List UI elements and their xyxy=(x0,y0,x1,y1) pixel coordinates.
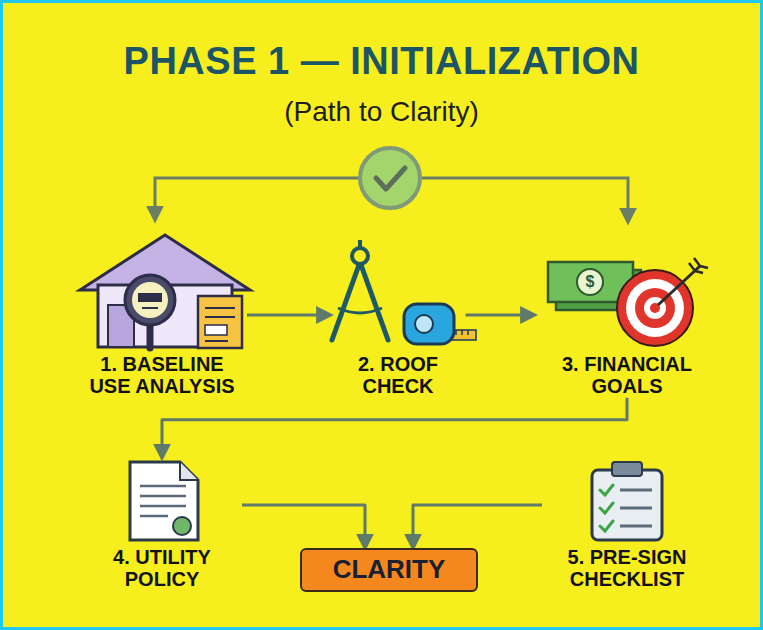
step-label: 5. PRE-SIGN CHECKLIST xyxy=(547,546,707,591)
house-meter-icon xyxy=(80,235,250,348)
step-node: 3. FINANCIAL GOALS xyxy=(535,228,720,398)
step-node: 1. BASELINE USE ANALYSIS xyxy=(77,228,247,398)
compass-tape-icon-part xyxy=(352,248,368,264)
checklist-clipboard-icon-part xyxy=(620,507,652,510)
money-target-icon-part xyxy=(577,269,603,295)
flow-arrow xyxy=(247,314,331,317)
step-label: 2. ROOF CHECK xyxy=(336,353,461,398)
policy-document-icon-part xyxy=(140,495,186,498)
house-meter-icon-part xyxy=(205,307,235,309)
money-target-icon xyxy=(548,258,708,346)
goal-label: CLARITY xyxy=(333,555,446,584)
goal-box: CLARITY xyxy=(300,548,478,592)
start-check-circle xyxy=(155,148,628,222)
checklist-clipboard-icon-part xyxy=(620,489,652,492)
diagram-title: PHASE 1 — INITIALIZATION xyxy=(0,40,763,83)
step-node: 5. PRE-SIGN CHECKLIST xyxy=(542,458,712,591)
step-label: 1. BASELINE USE ANALYSIS xyxy=(82,353,242,398)
compass-tape-icon-part xyxy=(404,304,454,344)
checklist-clipboard-icon-part xyxy=(620,525,652,528)
compass-tape-icon-part xyxy=(332,262,360,340)
house-meter-icon-part xyxy=(205,316,235,318)
flow-arrow xyxy=(413,505,542,548)
checklist-clipboard-icon-part xyxy=(612,462,642,476)
currency-symbol: $ xyxy=(578,272,602,292)
policy-document-icon-part xyxy=(140,485,186,488)
policy-document-icon-part xyxy=(180,462,198,480)
compass-tape-icon-part xyxy=(360,262,388,340)
subtitle: (Path to Clarity) xyxy=(0,96,763,128)
house-meter-icon-part xyxy=(125,275,175,325)
checklist-clipboard-icon xyxy=(592,462,662,540)
start-check-circle-part xyxy=(376,168,405,189)
start-check-circle-part xyxy=(360,148,420,208)
policy-document-icon-part xyxy=(140,505,186,508)
compass-tape-icon-part xyxy=(467,330,469,335)
step-node: 2. ROOF CHECK xyxy=(331,228,466,398)
money-target-icon-part xyxy=(689,258,708,273)
policy-document-icon-part xyxy=(173,517,191,535)
money-target-icon-part xyxy=(658,266,700,305)
house-meter-icon-part xyxy=(142,307,158,309)
house-meter-icon-part xyxy=(205,325,227,335)
house-meter-icon-part xyxy=(198,296,242,348)
flow-arrow xyxy=(162,398,627,458)
step-node: 4. UTILITY POLICY xyxy=(82,458,242,591)
policy-document-icon-part xyxy=(140,515,168,518)
compass-tape-icon-part xyxy=(461,330,463,335)
start-check-circle-part xyxy=(422,178,628,222)
house-meter-icon-part xyxy=(205,340,228,342)
checklist-clipboard-icon-part xyxy=(592,470,662,540)
checklist-clipboard-icon-part xyxy=(600,485,613,531)
step-label: 4. UTILITY POLICY xyxy=(87,546,237,591)
policy-document-icon-part xyxy=(130,462,198,540)
compass-tape-icon-part xyxy=(338,308,382,313)
start-check-circle-part xyxy=(155,178,358,220)
house-meter-icon-part xyxy=(132,282,168,318)
compass-tape-icon xyxy=(332,240,476,344)
policy-document-icon xyxy=(130,462,198,540)
flow-arrow xyxy=(242,505,365,548)
house-meter-icon-part xyxy=(138,293,162,302)
compass-tape-icon-part xyxy=(415,315,433,333)
flow-arrow xyxy=(466,314,535,317)
step-label: 3. FINANCIAL GOALS xyxy=(540,353,715,398)
